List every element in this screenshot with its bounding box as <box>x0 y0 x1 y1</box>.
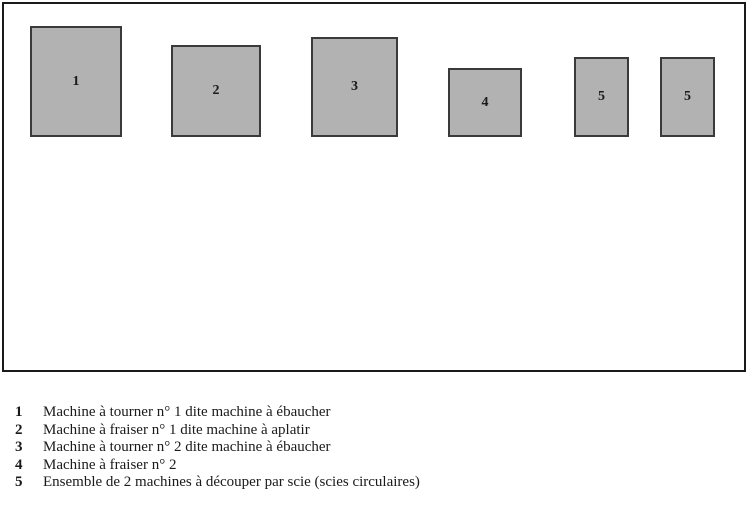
legend-item-number: 1 <box>15 404 23 420</box>
legend-item: 1 Machine à tourner n° 1 dite machine à … <box>0 404 748 422</box>
machine-box-4-label: 4 <box>481 94 489 110</box>
machine-box-3-label: 3 <box>351 79 358 94</box>
legend-item: 5 Ensemble de 2 machines à découper par … <box>0 474 748 492</box>
machine-box-5a-label: 5 <box>598 89 605 104</box>
machine-box-5a: 5 <box>574 57 629 137</box>
legend: 1 Machine à tourner n° 1 dite machine à … <box>0 404 748 492</box>
legend-item: 4 Machine à fraiser n° 2 <box>0 457 748 475</box>
machine-box-5b-label: 5 <box>684 89 691 104</box>
legend-item-text: Machine à tourner n° 1 dite machine à éb… <box>43 404 331 420</box>
machine-box-1-label: 1 <box>72 73 80 89</box>
machine-box-1: 1 <box>30 26 122 137</box>
legend-item-number: 3 <box>15 439 23 455</box>
legend-item-text: Machine à fraiser n° 2 <box>43 456 177 473</box>
legend-item-text: Ensemble de 2 machines à découper par sc… <box>43 474 420 490</box>
workshop-floor-plan-frame: 1 2 3 4 5 5 <box>2 2 746 372</box>
machine-box-4: 4 <box>448 68 522 137</box>
legend-item-text: Machine à fraiser n° 1 dite machine à ap… <box>43 421 310 438</box>
legend-item-number: 4 <box>15 456 23 473</box>
legend-item-text: Machine à tourner n° 2 dite machine à éb… <box>43 439 331 455</box>
machine-box-2-label: 2 <box>212 83 220 98</box>
machine-box-3: 3 <box>311 37 398 137</box>
legend-item-number: 2 <box>15 421 23 438</box>
machine-box-2: 2 <box>171 45 261 137</box>
legend-item: 3 Machine à tourner n° 2 dite machine à … <box>0 439 748 457</box>
legend-item: 2 Machine à fraiser n° 1 dite machine à … <box>0 422 748 440</box>
machine-box-5b: 5 <box>660 57 715 137</box>
legend-item-number: 5 <box>15 474 23 490</box>
